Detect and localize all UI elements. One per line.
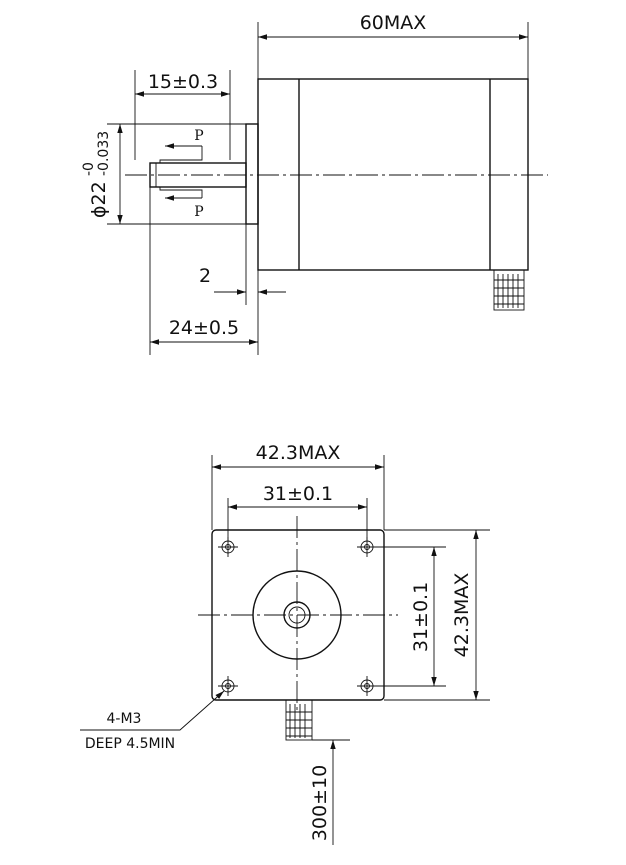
- side-view: 60MAX 15±0.3 P P ϕ22 -0 -0.033 2 24±0.5: [81, 12, 548, 355]
- flange: [245, 123, 259, 225]
- overall-length-label: 60MAX: [360, 12, 427, 34]
- mounting-boss: [252, 570, 342, 660]
- hole-spacing-h-label: 31±0.1: [263, 483, 333, 505]
- diameter-label: ϕ22: [88, 181, 110, 218]
- thread-leader: [80, 690, 225, 731]
- rear-connector: [493, 269, 525, 311]
- diameter-tol-lower: -0.033: [96, 131, 112, 176]
- mount-hole-tr: [357, 537, 377, 557]
- thread-spec-label: 4-M3: [107, 711, 142, 727]
- width-max-label: 42.3MAX: [256, 442, 341, 464]
- mount-hole-bl: [218, 676, 238, 696]
- mount-hole-tl: [218, 537, 238, 557]
- thread-depth-label: DEEP 4.5MIN: [85, 736, 175, 752]
- mount-hole-br: [357, 676, 377, 696]
- flange-thickness-label: 2: [199, 265, 211, 287]
- front-view: 42.3MAX 31±0.1 31±0.1 42.3MAX 4-M3 DEEP …: [80, 442, 490, 845]
- shaft-total-label: 24±0.5: [169, 317, 239, 339]
- shaft-end-inner: [288, 606, 306, 624]
- section-mark-top: P: [194, 128, 203, 144]
- lead-wire-bundle: [285, 699, 313, 741]
- lead-length-label: 300±10: [309, 765, 331, 841]
- shaft-length-label: 15±0.3: [148, 71, 218, 93]
- section-mark-bottom: P: [194, 204, 203, 220]
- hole-spacing-v-label: 31±0.1: [410, 582, 432, 652]
- shaft-end: [283, 601, 311, 629]
- shaft-flat-lower: [159, 187, 203, 198]
- shaft-flat-upper: [159, 146, 203, 163]
- height-max-label: 42.3MAX: [451, 573, 473, 658]
- diameter-label-group: ϕ22 -0 -0.033: [81, 131, 112, 218]
- diameter-tol-upper: -0: [81, 162, 97, 176]
